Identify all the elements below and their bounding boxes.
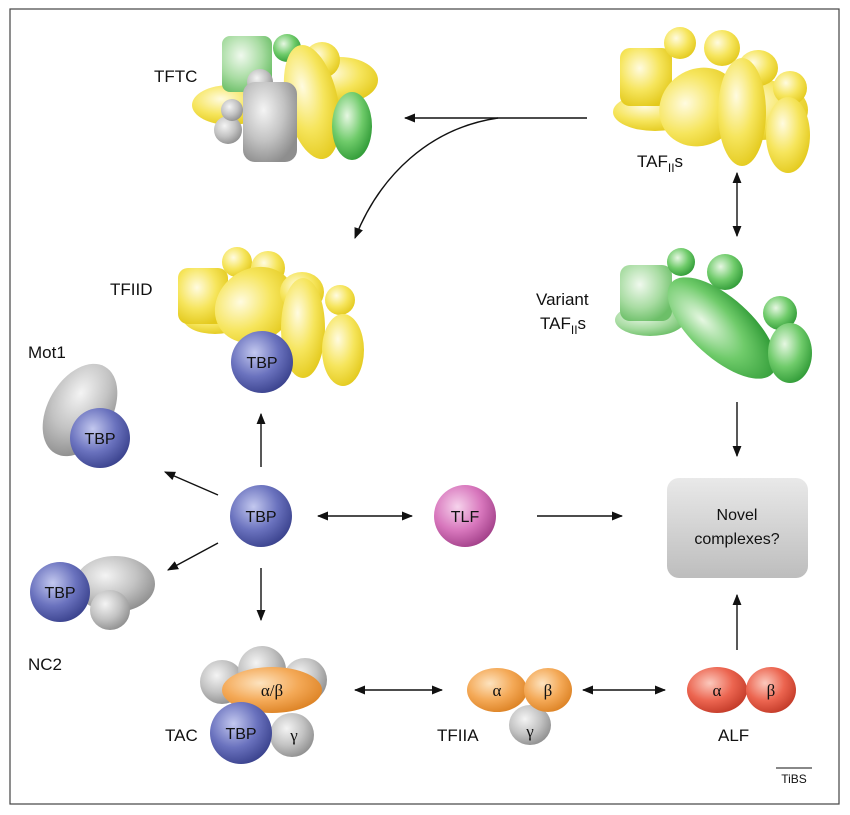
- mot1-label: Mot1: [28, 343, 66, 362]
- tfiid-tbp-label: TBP: [246, 355, 277, 372]
- tac-tbp-label: TBP: [225, 726, 256, 743]
- journal-mark: TiBS: [776, 767, 812, 786]
- alf-beta-label: β: [767, 681, 776, 700]
- figure-frame: [9, 8, 840, 805]
- tfiid-complex: [178, 247, 364, 386]
- variant-tafs-label-line1: Variant: [536, 290, 589, 309]
- variant-tafs-label-line2: TAFIIs: [540, 314, 586, 337]
- tfiia-beta-label: β: [544, 681, 553, 700]
- alf-label: ALF: [718, 726, 749, 745]
- journal-mark-text: TiBS: [781, 772, 807, 786]
- tftc-complex: [192, 34, 378, 162]
- tlf-label: TLF: [451, 509, 480, 526]
- tfiid-label: TFIID: [110, 280, 153, 299]
- central-tbp: TBP: [230, 485, 292, 547]
- tafs-complex: [613, 27, 810, 173]
- alf-complex: α β: [687, 667, 796, 713]
- tfiia-alpha-label: α: [493, 681, 502, 700]
- tafs-label: TAFIIs: [637, 152, 683, 175]
- nc2-label: NC2: [28, 655, 62, 674]
- tlf: TLF: [434, 485, 496, 547]
- tftc-label: TFTC: [154, 67, 197, 86]
- mot1-complex: TBP: [42, 363, 130, 468]
- tac-label: TAC: [165, 726, 198, 745]
- nc2-complex: TBP: [30, 556, 155, 630]
- arrows: [163, 113, 742, 695]
- tac-gamma-label: γ: [289, 726, 298, 745]
- arrow-tafs-to-tfiid: [354, 117, 499, 240]
- central-tbp-label: TBP: [245, 509, 276, 526]
- tac-alpha-beta-label: α/β: [261, 681, 283, 700]
- alf-alpha-label: α: [713, 681, 722, 700]
- tfiia-label: TFIIA: [437, 726, 479, 745]
- nc2-tbp-label: TBP: [44, 585, 75, 602]
- arrow-tbp-to-mot1: [163, 471, 219, 496]
- novel-line2: complexes?: [694, 531, 779, 548]
- novel-line1: Novel: [717, 507, 758, 524]
- novel-complexes-box: Novel complexes?: [667, 478, 808, 578]
- arrow-tbp-to-nc2: [167, 542, 219, 571]
- tfiia-gamma-label: γ: [525, 722, 534, 741]
- tfiia-complex: α β γ: [467, 668, 572, 745]
- mot1-tbp-label: TBP: [84, 431, 115, 448]
- tfiid-tbp: TBP: [231, 331, 293, 393]
- tac-complex: α/β γ TBP: [200, 646, 327, 764]
- variant-tafs-complex: [615, 248, 812, 383]
